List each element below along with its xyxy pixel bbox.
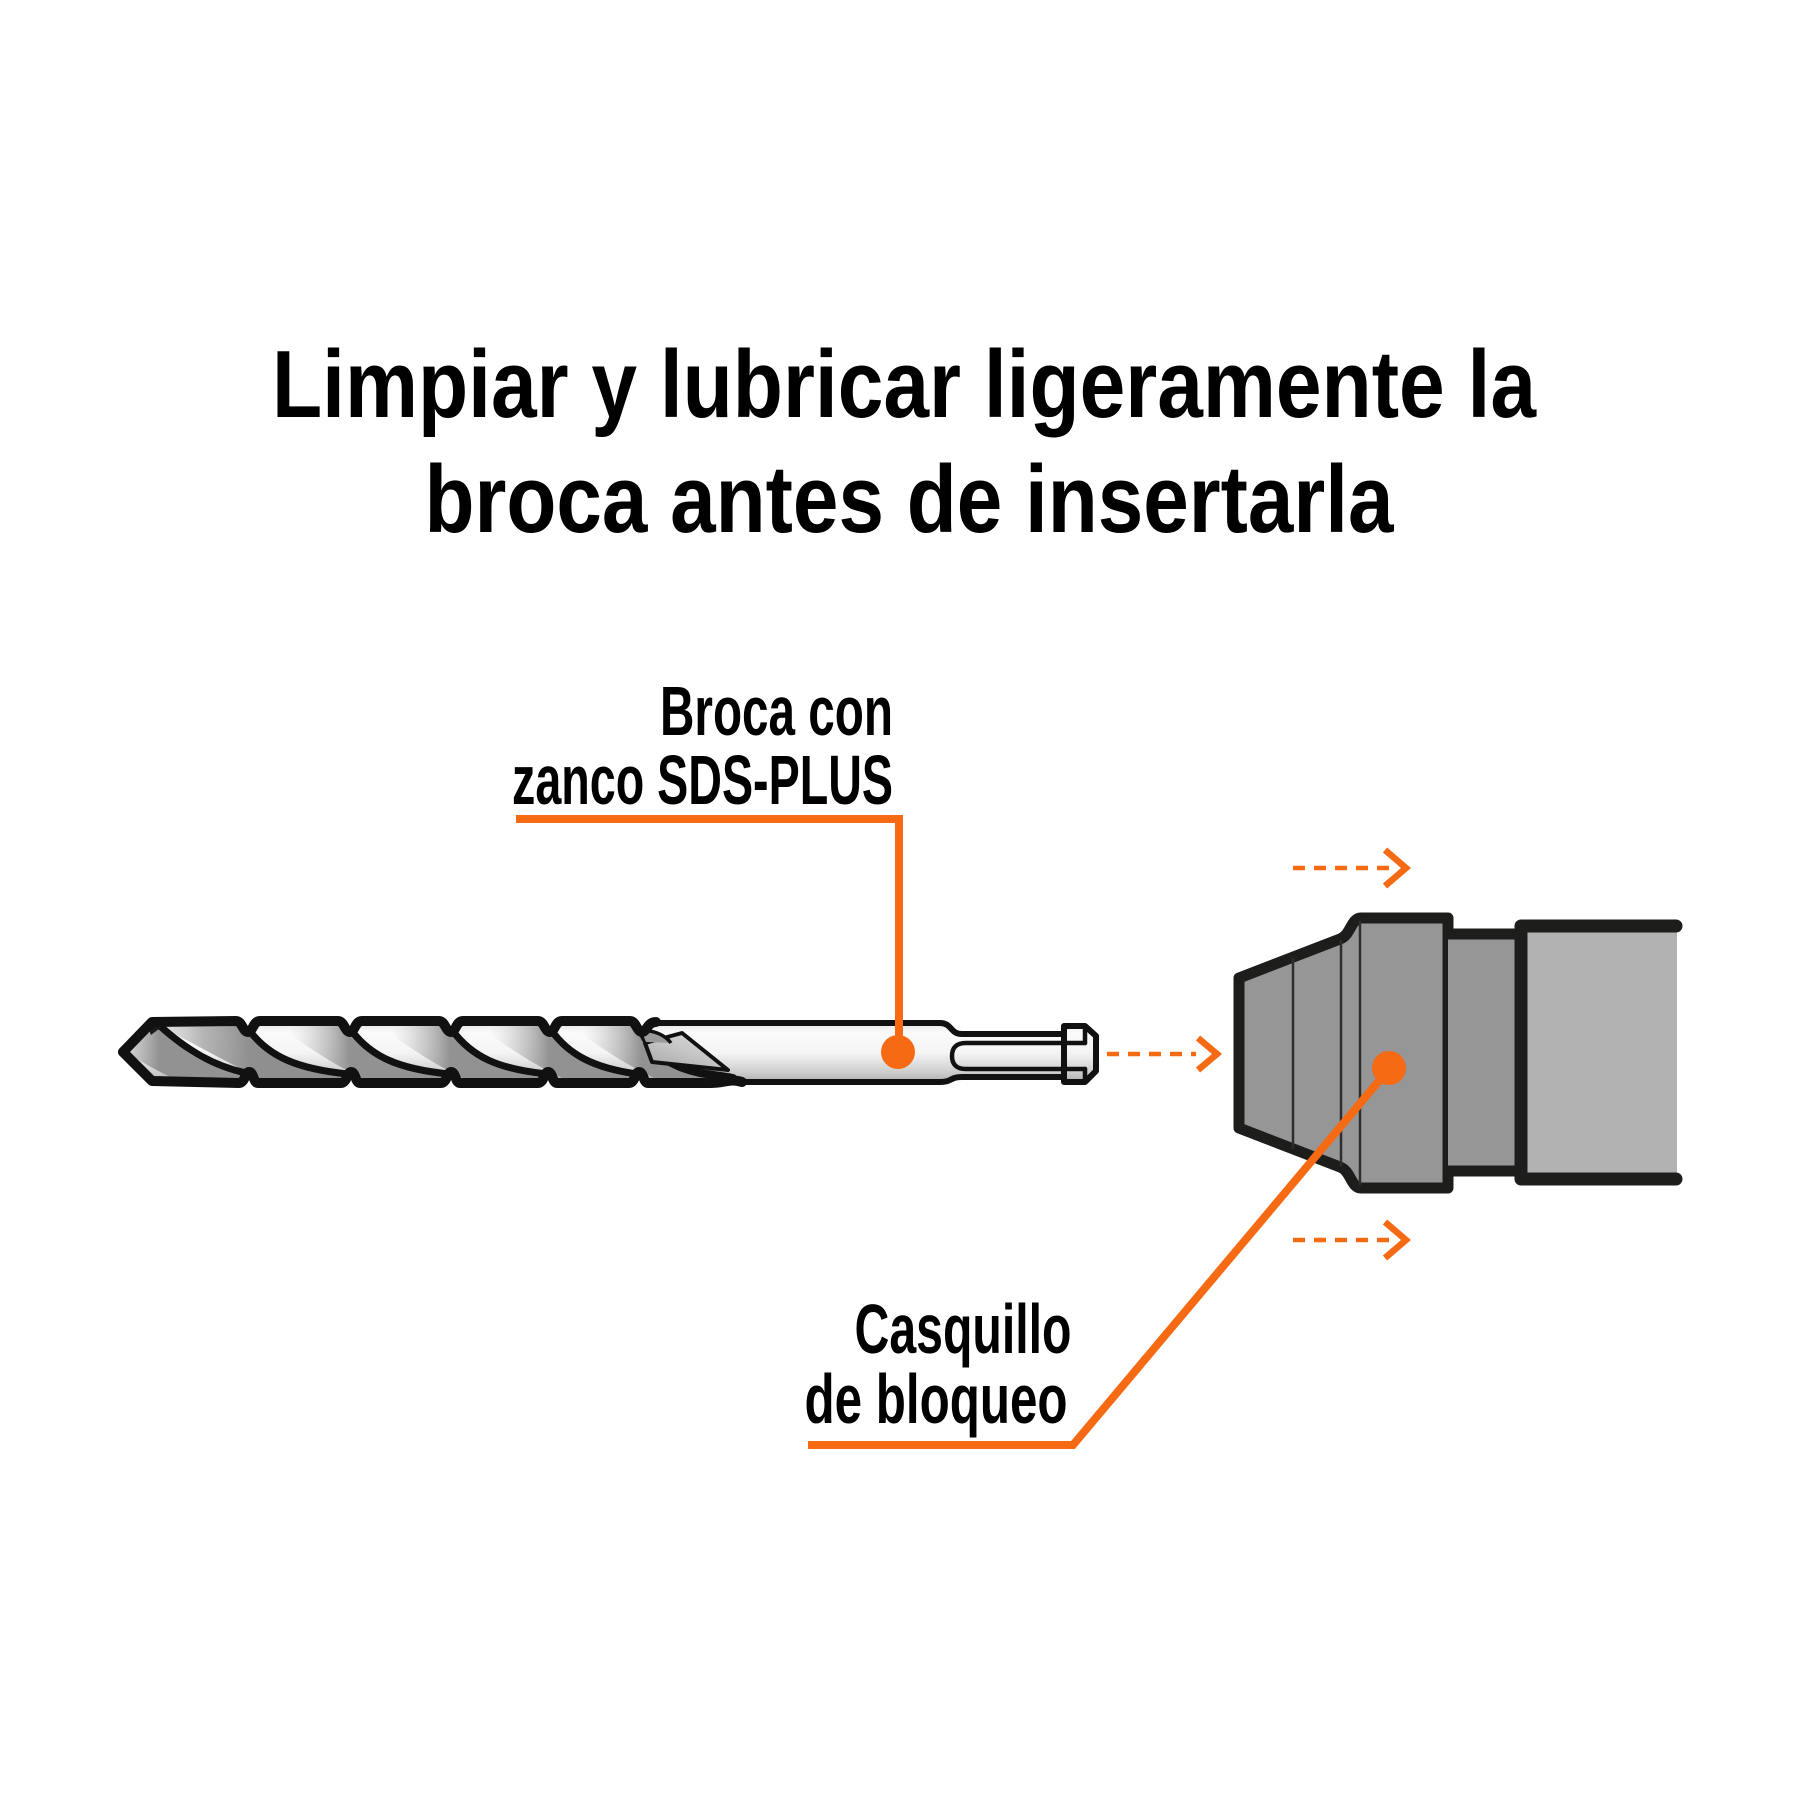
svg-text:de bloqueo: de bloqueo [805, 1360, 1068, 1438]
svg-text:zanco SDS-PLUS: zanco SDS-PLUS [512, 741, 893, 819]
svg-text:Casquillo: Casquillo [855, 1290, 1072, 1368]
svg-text:broca antes de insertarla: broca antes de insertarla [425, 446, 1395, 553]
svg-text:Limpiar y lubricar ligeramente: Limpiar y lubricar ligeramente la [272, 331, 1537, 438]
svg-text:Broca con: Broca con [660, 672, 893, 750]
